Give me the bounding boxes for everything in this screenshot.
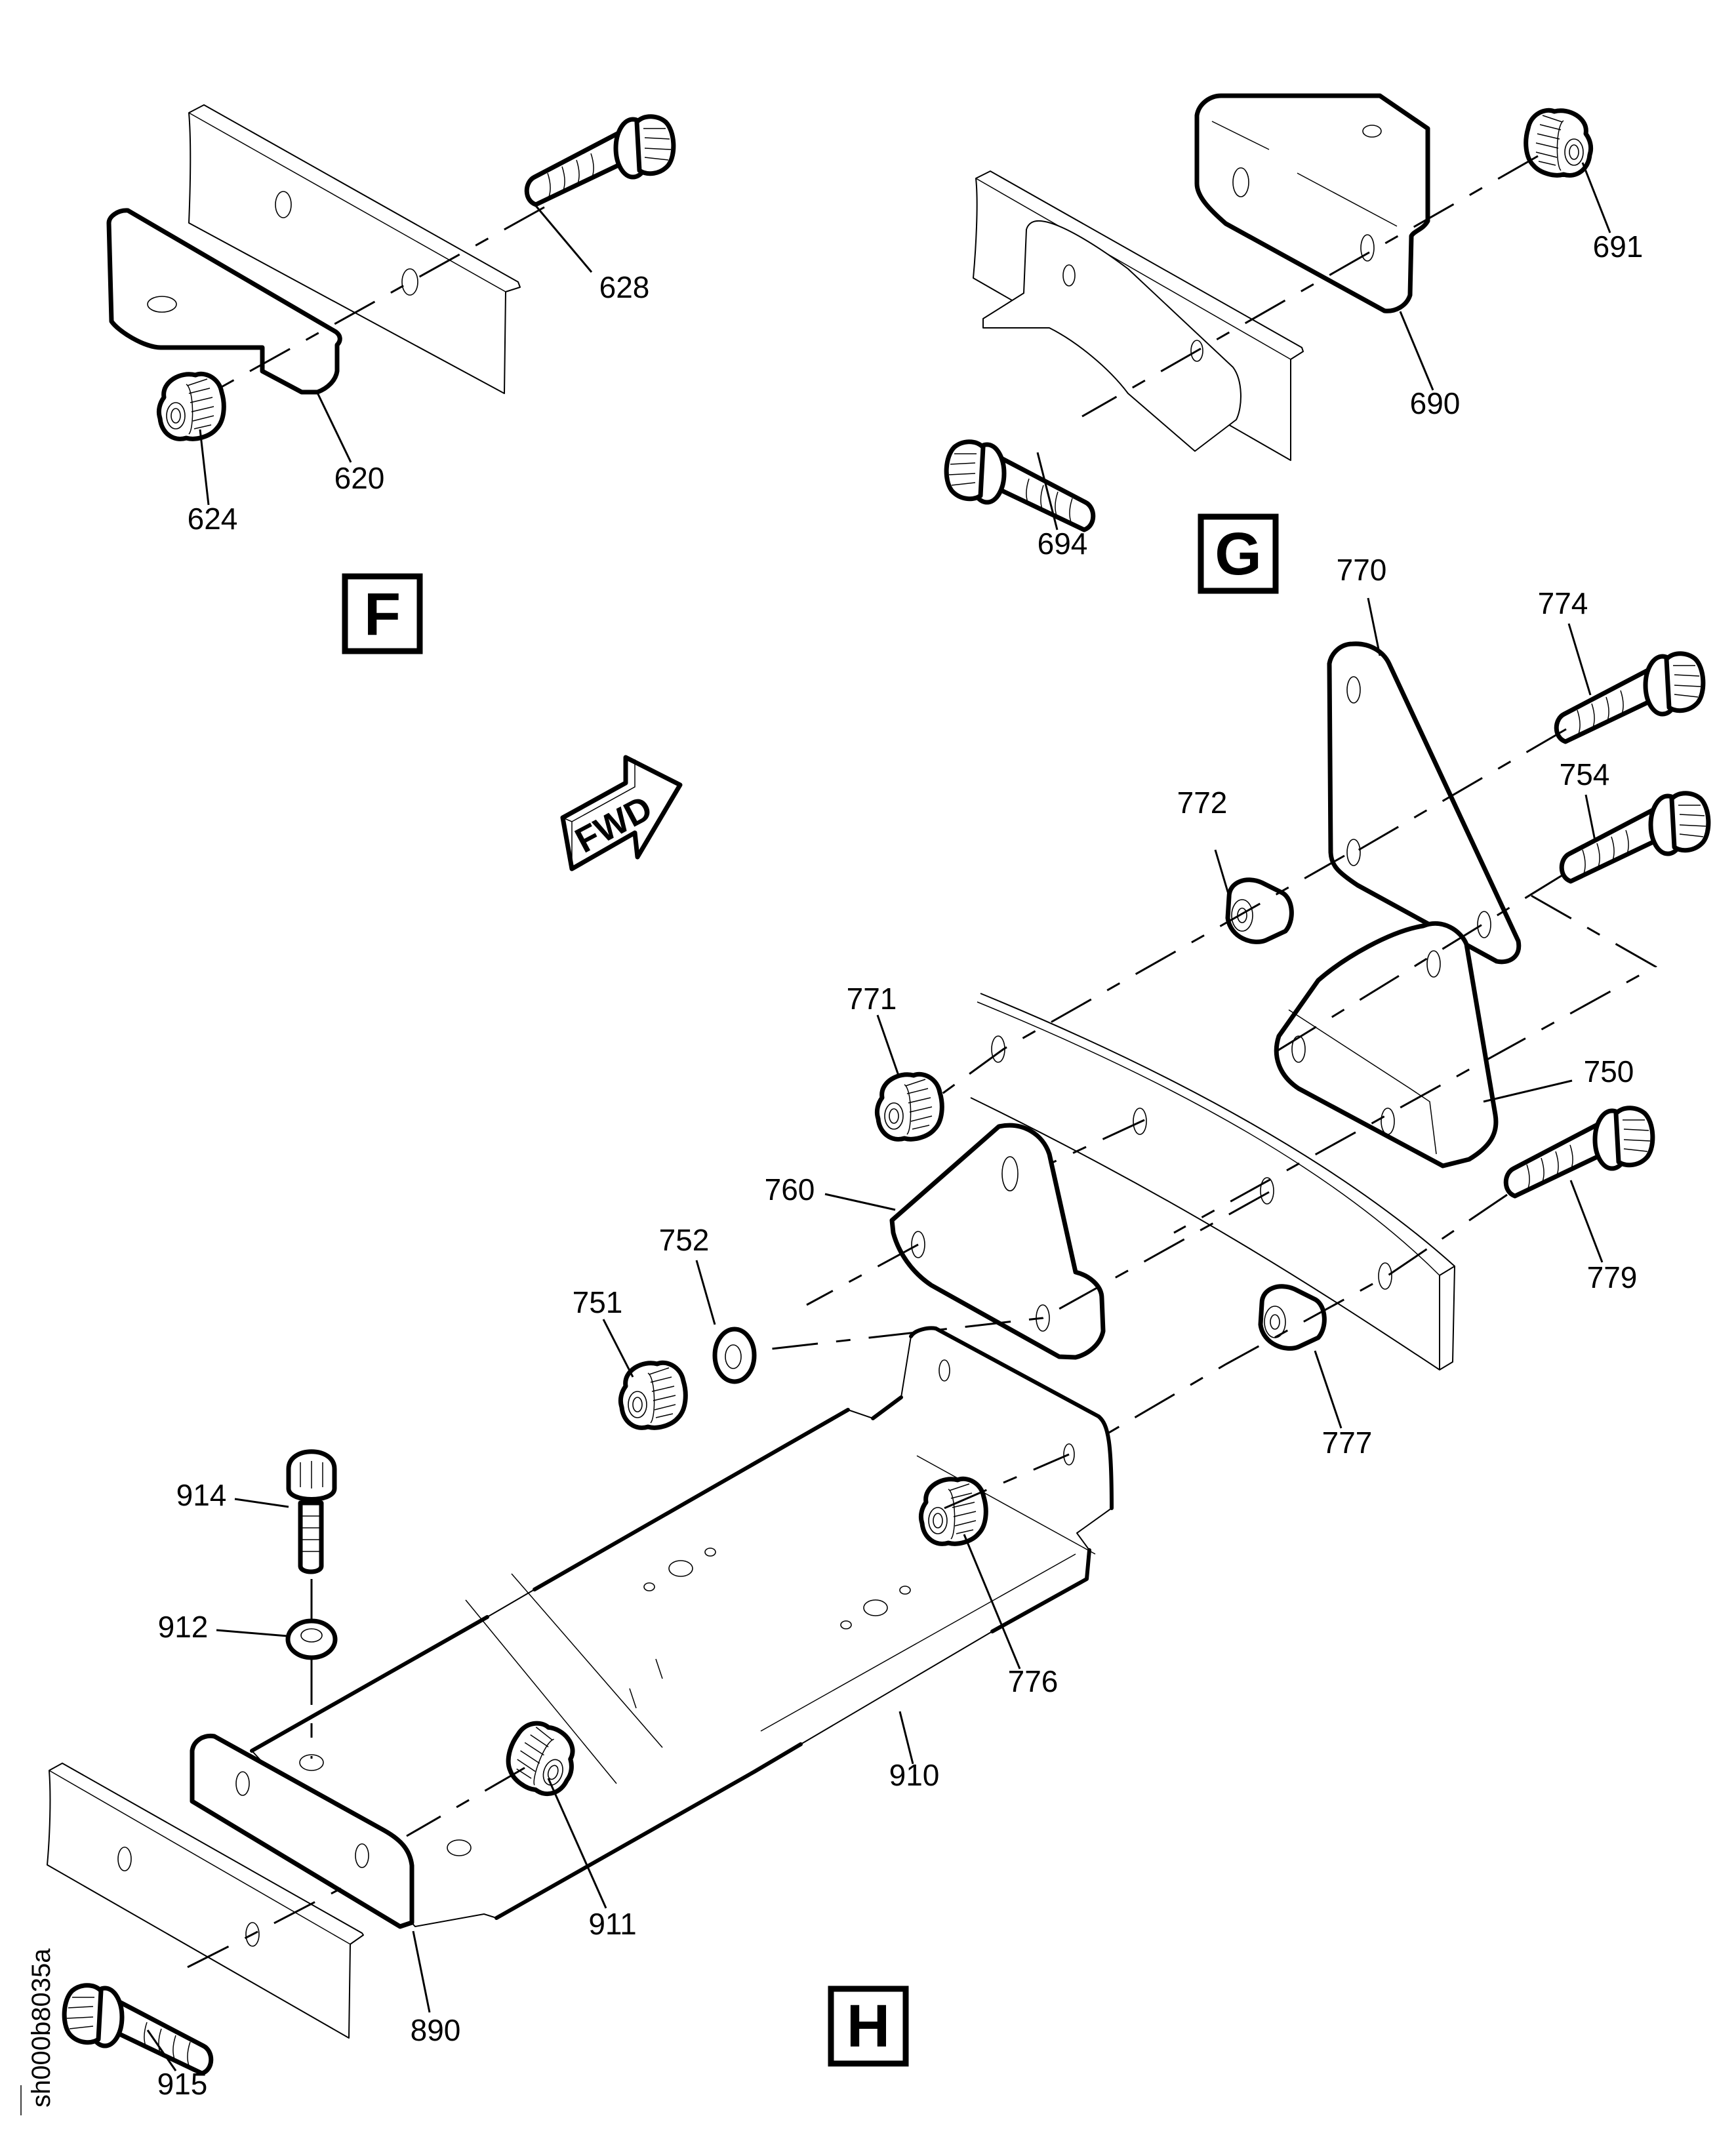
section-label-h: H (847, 1993, 890, 2060)
bracket-620 (106, 208, 342, 395)
callout-628: 628 (599, 270, 650, 304)
callout-779: 779 (1587, 1260, 1638, 1294)
nut-776 (921, 1479, 986, 1544)
callout-751: 751 (573, 1285, 623, 1319)
callout-754: 754 (1560, 757, 1610, 791)
z-bracket-g (982, 220, 1241, 452)
callout-911: 911 (588, 1907, 636, 1941)
spacer-772 (1228, 880, 1291, 942)
curved-panel-f (188, 104, 521, 394)
bolt-754 (1562, 793, 1708, 881)
callout-760: 760 (765, 1172, 815, 1207)
bolt-774 (1556, 654, 1703, 742)
section-label-f: F (364, 581, 401, 648)
callout-624: 624 (188, 502, 238, 536)
callout-910: 910 (889, 1758, 940, 1792)
section-h-lower: 914 912 776 910 911 890 915 H (47, 1326, 1114, 2101)
nut-624 (159, 374, 224, 439)
callout-620: 620 (334, 461, 385, 495)
callout-915: 915 (157, 2067, 208, 2101)
nut-691 (1526, 110, 1591, 175)
plate-770[interactable] (1327, 641, 1522, 965)
bolt-694 (946, 442, 1093, 530)
callout-750: 750 (1584, 1054, 1634, 1088)
section-h-upper: 770 774 754 772 771 750 760 752 779 751 … (573, 553, 1708, 1460)
washer-752 (715, 1329, 754, 1382)
bolt-779 (1506, 1108, 1653, 1196)
forward-direction-arrow: FWD (560, 755, 683, 871)
bolt-914 (286, 1449, 337, 1574)
callout-776: 776 (1008, 1664, 1059, 1698)
callout-770: 770 (1337, 553, 1387, 587)
curved-panel-h-lower (47, 1763, 364, 2039)
bolt-628 (527, 117, 674, 205)
callout-772: 772 (1177, 786, 1228, 820)
callout-777: 777 (1322, 1426, 1373, 1460)
section-label-g: G (1215, 521, 1262, 588)
bracket-750[interactable] (1274, 921, 1499, 1168)
nut-771 (877, 1074, 942, 1139)
callout-890: 890 (411, 2013, 461, 2047)
washer-912 (285, 1618, 338, 1660)
flange-890[interactable] (190, 1733, 414, 1929)
bracket-760[interactable] (889, 1123, 1106, 1360)
callout-912: 912 (158, 1610, 209, 1644)
callout-691: 691 (1593, 230, 1644, 264)
section-label-box-h (828, 1986, 909, 2067)
section-g: 691 690 694 G (946, 93, 1644, 594)
callout-914: 914 (176, 1478, 227, 1512)
section-f: 628 620 624 F (106, 104, 674, 654)
callout-774: 774 (1538, 586, 1588, 620)
callout-752: 752 (659, 1223, 710, 1257)
curved-panel-h (970, 993, 1455, 1370)
bolt-915 (64, 1986, 211, 2073)
document-id: sh000b8035a (27, 1948, 56, 2107)
callout-771: 771 (847, 982, 897, 1016)
section-label-box-f (342, 573, 423, 654)
bracket-690[interactable] (1194, 93, 1430, 313)
callout-694: 694 (1038, 527, 1088, 561)
section-label-box-g (1198, 513, 1279, 594)
callout-690: 690 (1410, 386, 1461, 420)
